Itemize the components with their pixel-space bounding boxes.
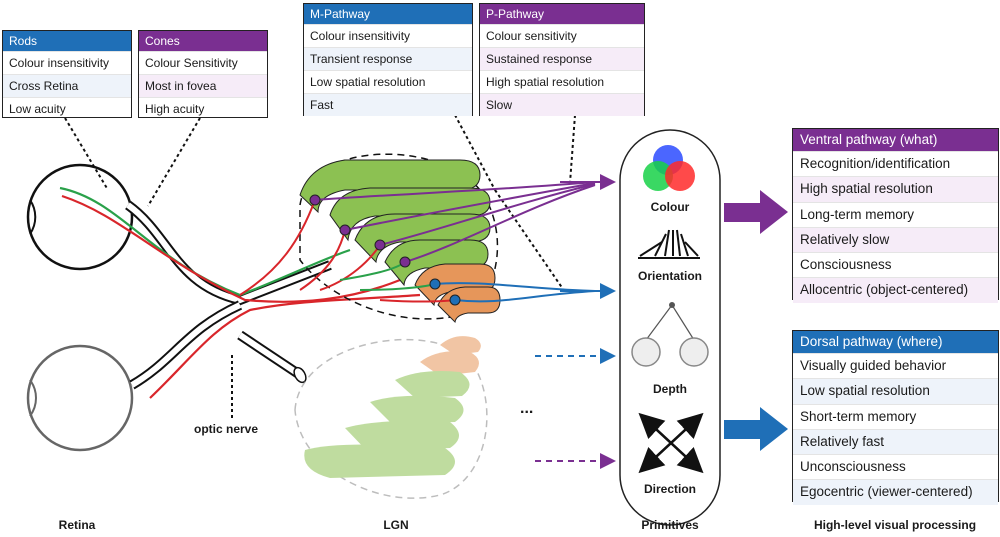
ellipsis-label: ...: [520, 400, 534, 417]
nerve-fibers: [59, 186, 421, 399]
primitive-depth-label: Depth: [653, 382, 687, 396]
lgn-upper: [299, 153, 501, 324]
lgn-section-label: LGN: [383, 518, 409, 532]
lower-eye: [26, 300, 307, 452]
dorsal-row-3: Short-term memory: [793, 403, 998, 429]
ventral-big-arrow: [724, 190, 788, 234]
p-pathway-title: P-Pathway: [480, 4, 644, 24]
dorsal-row-2: Low spatial resolution: [793, 378, 998, 404]
ventral-row-4: Relatively slow: [793, 226, 998, 253]
p-pathway-row-4: Slow: [480, 93, 644, 116]
ventral-pathway-box: Ventral pathway (what) Recognition/ident…: [792, 128, 999, 303]
ventral-row-2: High spatial resolution: [793, 176, 998, 202]
rods-row-1: Colour insensitivity: [3, 51, 131, 74]
m-pathway-row-3: Low spatial resolution: [304, 70, 472, 93]
ventral-row-3: Long-term memory: [793, 201, 998, 227]
direction-arrows-icon: [638, 412, 704, 474]
dorsal-row-1: Visually guided behavior: [793, 353, 998, 378]
depth-eyes-icon: [631, 302, 709, 367]
pathway-arrows: [535, 174, 616, 469]
dorsal-pathway-box: Dorsal pathway (where) Visually guided b…: [792, 330, 999, 505]
m-pathway-box: M-Pathway Colour insensitivity Transient…: [303, 3, 473, 116]
dorsal-title: Dorsal pathway (where): [793, 331, 998, 353]
rods-row-3: Low acuity: [3, 97, 131, 120]
rods-row-2: Cross Retina: [3, 74, 131, 97]
m-pathway-row-2: Transient response: [304, 47, 472, 70]
optic-nerve-label: optic nerve: [194, 422, 259, 436]
primitive-colour-label: Colour: [650, 200, 690, 214]
high-level-section-label: High-level visual processing: [813, 518, 977, 532]
ventral-row-1: Recognition/identification: [793, 151, 998, 176]
m-pathway-title: M-Pathway: [304, 4, 472, 24]
p-pathway-row-2: Sustained response: [480, 47, 644, 70]
p-pathway-box: P-Pathway Colour sensitivity Sustained r…: [479, 3, 645, 116]
cones-box: Cones Colour Sensitivity Most in fovea H…: [138, 30, 268, 118]
primitives-section-label: Primitives: [641, 518, 699, 532]
m-pathway-row-1: Colour insensitivity: [304, 24, 472, 47]
orientation-lines-icon: [638, 229, 700, 259]
retina-section-label: Retina: [58, 518, 96, 532]
cones-row-2: Most in fovea: [139, 74, 267, 97]
ventral-row-6: Allocentric (object-centered): [793, 277, 998, 303]
primitive-direction-label: Direction: [643, 482, 697, 496]
upper-eye: [26, 163, 332, 306]
dorsal-row-6: Egocentric (viewer-centered): [793, 479, 998, 505]
primitives-capsule: [619, 129, 721, 526]
leader-lines: [64, 114, 576, 418]
cones-row-3: High acuity: [139, 97, 267, 120]
dorsal-big-arrow: [724, 407, 788, 451]
primitive-orientation-label: Orientation: [637, 269, 703, 283]
p-pathway-row-3: High spatial resolution: [480, 70, 644, 93]
ventral-row-5: Consciousness: [793, 252, 998, 277]
cones-title: Cones: [139, 31, 267, 51]
lgn-lower: [294, 336, 488, 499]
p-pathway-row-1: Colour sensitivity: [480, 24, 644, 47]
cones-row-1: Colour Sensitivity: [139, 51, 267, 74]
m-pathway-row-4: Fast: [304, 93, 472, 116]
lgn-cells: [309, 194, 461, 306]
ventral-title: Ventral pathway (what): [793, 129, 998, 151]
rods-title: Rods: [3, 31, 131, 51]
dorsal-row-5: Unconsciousness: [793, 454, 998, 479]
rods-box: Rods Colour insensitivity Cross Retina L…: [2, 30, 132, 118]
colour-wheel-icon: [643, 145, 695, 191]
dorsal-row-4: Relatively fast: [793, 428, 998, 455]
